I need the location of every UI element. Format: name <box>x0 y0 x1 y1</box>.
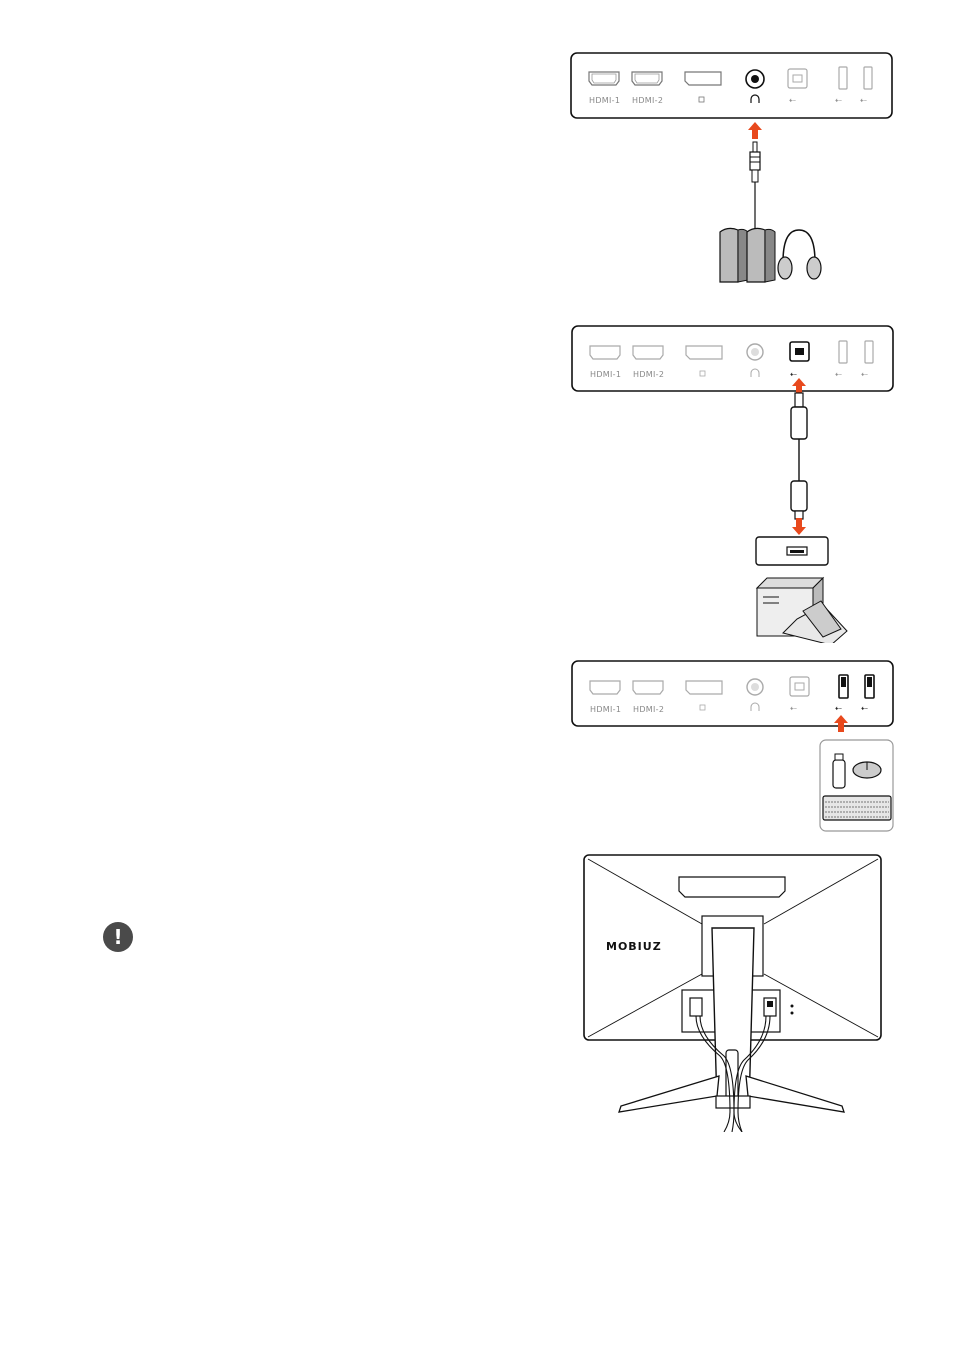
headphone-port <box>746 343 764 377</box>
usb-downstream-port-2: ⇠ <box>861 674 875 713</box>
svg-text:⇠: ⇠ <box>835 370 842 379</box>
svg-text:⇠: ⇠ <box>790 370 797 379</box>
io-panel <box>571 325 894 392</box>
svg-text:HDMI-1: HDMI-1 <box>590 705 621 714</box>
hdmi-2-port: HDMI-2 <box>632 680 664 714</box>
svg-text:HDMI-2: HDMI-2 <box>632 96 663 105</box>
pc-usb-port <box>755 536 829 566</box>
displayport-port <box>684 71 722 103</box>
figure-monitor-rear-cable-routing: MOBIUZ <box>583 854 882 1132</box>
svg-text:⇠: ⇠ <box>860 96 867 105</box>
arrow-up-icon <box>748 122 762 139</box>
svg-text:HDMI-2: HDMI-2 <box>633 370 664 379</box>
hdmi-1-port: HDMI-1 <box>589 345 621 379</box>
routed-cables <box>695 1015 771 1132</box>
speakers-icon <box>719 227 776 283</box>
usb-upstream-port: ⇠ <box>787 68 808 105</box>
usb-downstream-port-1: ⇠ <box>835 66 848 105</box>
usb-stick-icon <box>832 753 846 789</box>
stand-base <box>618 1075 720 1113</box>
usb-upstream-port: ⇠ <box>789 341 810 379</box>
headphone-icon <box>750 94 760 103</box>
hdmi-1-port: HDMI-1 <box>588 71 620 105</box>
svg-text:HDMI-1: HDMI-1 <box>590 370 621 379</box>
svg-text:⇠: ⇠ <box>835 704 842 713</box>
svg-text:HDMI-1: HDMI-1 <box>589 96 620 105</box>
arrow-up-icon <box>792 378 806 395</box>
hdmi-2-port: HDMI-2 <box>632 345 664 379</box>
svg-text:⇠: ⇠ <box>790 704 797 713</box>
vent-slot <box>678 876 786 898</box>
headphone-port <box>745 69 765 103</box>
headphones-icon <box>777 229 822 280</box>
figure-usb-downstream-connection: HDMI-1 HDMI-2 ⇠ ⇠ ⇠ <box>571 660 894 832</box>
hdmi-2-port: HDMI-2 <box>631 71 663 105</box>
displayport-port <box>685 680 723 711</box>
keyboard-icon <box>822 795 892 821</box>
io-panel <box>571 660 894 727</box>
io-panel <box>570 52 893 119</box>
exclamation-note-icon: ! <box>103 922 133 952</box>
mouse-icon <box>852 761 882 779</box>
svg-text:⇠: ⇠ <box>835 96 842 105</box>
arrow-up-icon <box>834 715 848 732</box>
svg-text:HDMI-2: HDMI-2 <box>633 705 664 714</box>
usb-downstream-port-2: ⇠ <box>861 340 874 379</box>
svg-text:⇠: ⇠ <box>789 96 796 105</box>
usb-downstream-port-1: ⇠ <box>835 674 849 713</box>
figure-headphone-connection: HDMI-1 HDMI-2 ⇠ ⇠ ⇠ <box>570 52 893 283</box>
svg-text:⇠: ⇠ <box>861 704 868 713</box>
headphone-port <box>746 678 764 711</box>
figure-usb-upstream-connection: HDMI-1 HDMI-2 ⇠ ⇠ ⇠ <box>571 325 894 643</box>
arrow-down-icon <box>792 518 806 535</box>
back-ribs <box>587 858 879 1038</box>
svg-text:⇠: ⇠ <box>861 370 868 379</box>
usb-cable <box>790 392 808 520</box>
usb-downstream-port-2: ⇠ <box>860 66 873 105</box>
hdmi-1-port: HDMI-1 <box>589 680 621 714</box>
displayport-port <box>685 345 723 377</box>
brand-logo: MOBIUZ <box>606 940 662 953</box>
pc-laptop-icon <box>755 576 848 643</box>
usb-upstream-port: ⇠ <box>789 676 810 713</box>
usb-downstream-port-1: ⇠ <box>835 340 848 379</box>
audio-plug <box>749 141 761 240</box>
